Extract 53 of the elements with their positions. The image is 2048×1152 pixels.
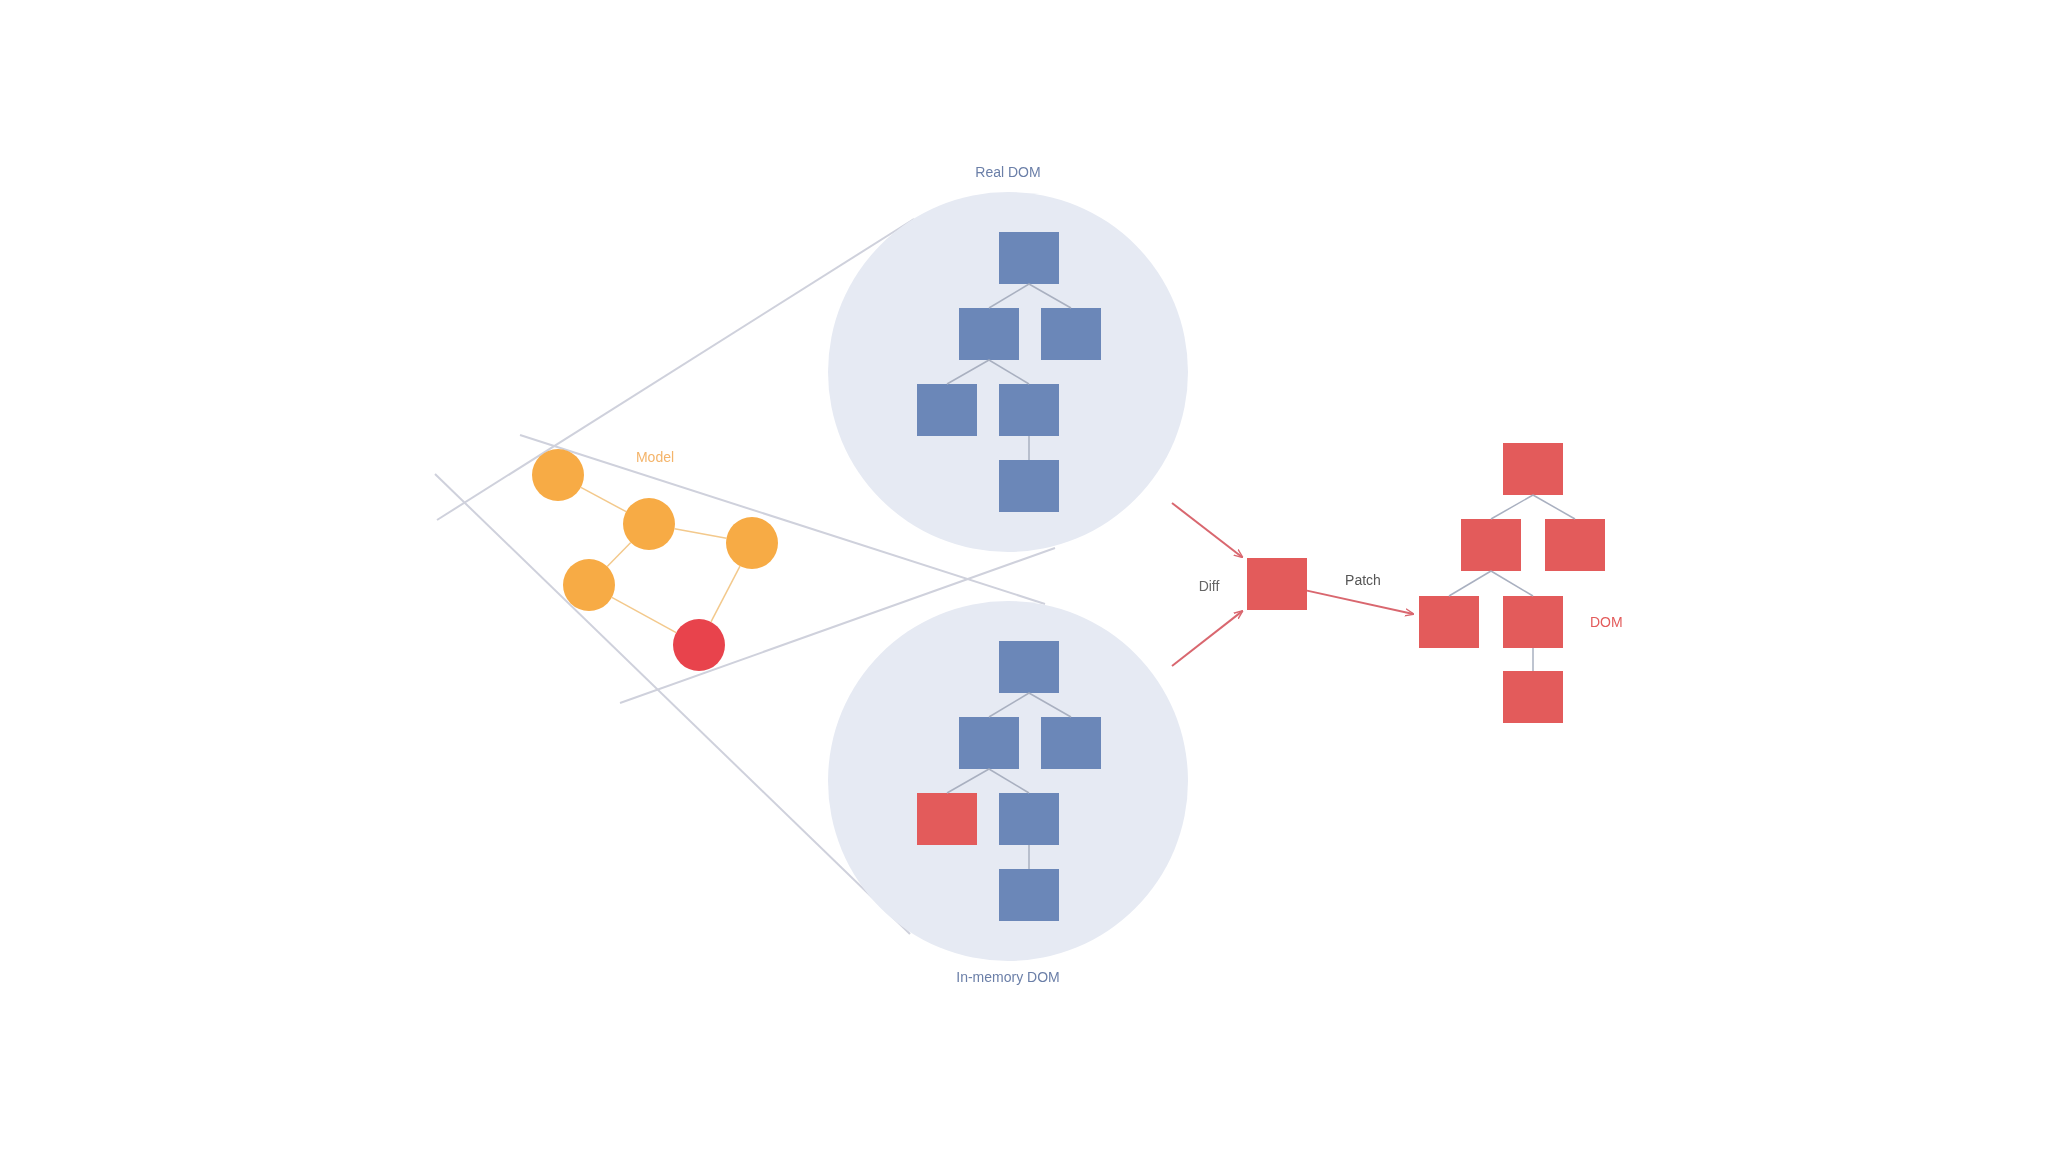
tree-node-box: [1503, 671, 1563, 723]
connector-line: [988, 359, 1030, 385]
connector-line: [1532, 494, 1576, 520]
tree-node-box: [1041, 308, 1101, 360]
tree-node-box: [1247, 558, 1307, 610]
tree-node-box: [999, 641, 1059, 693]
connector-line: [946, 768, 990, 794]
tree-node-box: [999, 460, 1059, 512]
connector-line: [580, 486, 627, 513]
connector-line: [673, 527, 728, 540]
tree-node-box: [1503, 443, 1563, 495]
connector-line: [1490, 570, 1534, 597]
model-node: [726, 517, 778, 569]
connector-line: [988, 692, 1030, 718]
edge-label: Patch: [1345, 572, 1381, 588]
arrow: [1171, 502, 1244, 559]
step-label: Diff: [1198, 578, 1220, 594]
tree-node-box: [1545, 519, 1605, 571]
connector-line: [988, 768, 1030, 794]
connector-line: [946, 359, 990, 385]
tree-node-box: [1041, 717, 1101, 769]
tree-title: Real DOM: [975, 164, 1041, 180]
tree-node-box: [999, 869, 1059, 921]
arrow: [1306, 589, 1415, 617]
tree-node-box: [959, 308, 1019, 360]
model-node: [623, 498, 675, 550]
connector-line: [1028, 692, 1072, 718]
connector-line: [988, 283, 1030, 309]
model-node: [673, 619, 725, 671]
model-node: [532, 449, 584, 501]
diagram-label: Model: [635, 449, 675, 465]
tree-node-box: [1461, 519, 1521, 571]
diagram-label: DOM: [1590, 614, 1623, 630]
connector-line: [1028, 283, 1072, 309]
connector-line: [710, 565, 741, 623]
connector-line: [1490, 494, 1534, 520]
connector-line: [1028, 844, 1030, 870]
tree-node-box: [999, 793, 1059, 845]
arrow: [1171, 609, 1244, 667]
connector-line: [1028, 435, 1030, 461]
tree-node-box: [959, 717, 1019, 769]
tree-node-box: [1419, 596, 1479, 648]
tree-title: In-memory DOM: [956, 969, 1060, 985]
tree-node-box: [1503, 596, 1563, 648]
tree-node-box: [999, 232, 1059, 284]
tree-node-box: [999, 384, 1059, 436]
model-node: [563, 559, 615, 611]
connector-line: [606, 541, 632, 568]
connector-line: [1532, 647, 1534, 672]
connector-line: [611, 596, 677, 634]
tree-node-box: [917, 384, 977, 436]
tree-node-box: [917, 793, 977, 845]
connector-line: [1448, 570, 1492, 597]
